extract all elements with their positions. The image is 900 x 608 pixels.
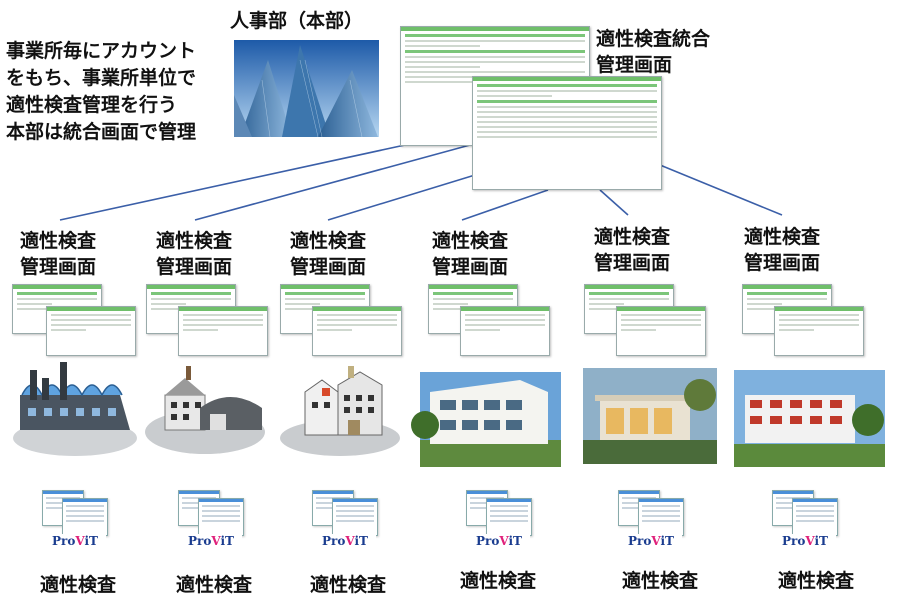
provit-tile-4: ProViT <box>466 490 532 552</box>
provit-logo-5: ProViT <box>620 534 682 548</box>
provit-logo-1: ProViT <box>44 534 106 548</box>
provit-tile-5: ProViT <box>618 490 684 552</box>
test-label-4: 適性検査 <box>438 566 558 593</box>
test-label-1: 適性検査 <box>18 570 138 597</box>
test-label-5: 適性検査 <box>600 566 720 593</box>
provit-tile-1: ProViT <box>42 490 108 552</box>
warehouse-icon <box>145 366 265 454</box>
provit-tile-6: ProViT <box>772 490 838 552</box>
test-label-6: 適性検査 <box>756 566 876 593</box>
factory-icon <box>13 362 137 456</box>
provit-tile-2: ProViT <box>178 490 244 552</box>
villa-icon <box>583 368 717 464</box>
provit-logo-2: ProViT <box>180 534 242 548</box>
provit-tile-3: ProViT <box>312 490 378 552</box>
test-label-2: 適性検査 <box>154 570 274 597</box>
provit-logo-3: ProViT <box>314 534 376 548</box>
apartment-icon <box>411 372 561 467</box>
provit-logo-6: ProViT <box>774 534 836 548</box>
test-label-3: 適性検査 <box>288 570 408 597</box>
apartment-red-icon <box>734 370 885 467</box>
provit-logo-4: ProViT <box>468 534 530 548</box>
small-factory-icon <box>280 366 400 456</box>
